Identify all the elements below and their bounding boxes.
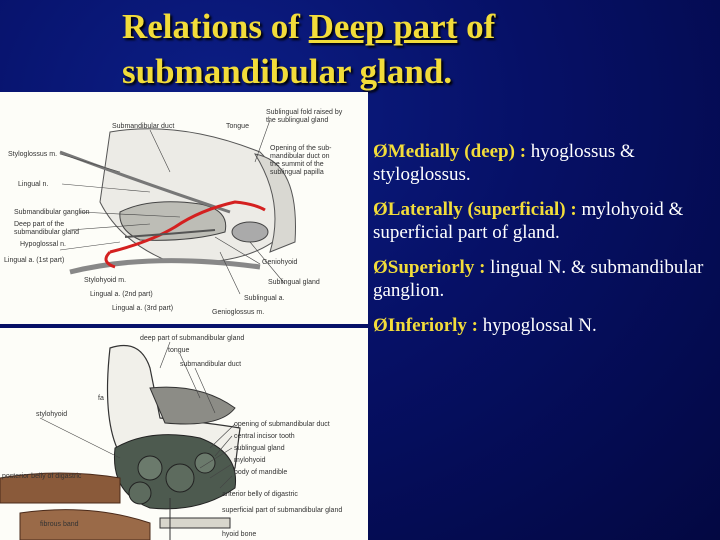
bullet-heading: Inferiorly : <box>388 315 478 336</box>
bullet-laterally: ØLaterally (superficial) : mylohyoid & s… <box>373 198 713 244</box>
svg-text:mandibular duct on: mandibular duct on <box>270 153 330 160</box>
svg-text:Deep part of the: Deep part of the <box>14 221 64 228</box>
svg-text:submandibular gland: submandibular gland <box>14 229 79 236</box>
svg-text:Sublingual fold raised by: Sublingual fold raised by <box>266 109 343 116</box>
svg-text:stylohyoid: stylohyoid <box>36 411 67 418</box>
svg-text:submandibular duct: submandibular duct <box>180 361 241 368</box>
bullet-heading: Superiorly : <box>388 257 486 278</box>
figure-bottom-submandibular-gland: deep part of submandibular gland tongue … <box>0 328 368 540</box>
svg-text:Genioglossus m.: Genioglossus m. <box>212 309 264 316</box>
svg-text:Lingual a. (2nd part): Lingual a. (2nd part) <box>90 291 153 298</box>
title-deep-part-underlined: Deep part <box>309 7 458 46</box>
svg-text:posterior belly of digastric: posterior belly of digastric <box>2 473 82 480</box>
svg-text:opening of submandibular duct: opening of submandibular duct <box>234 421 330 428</box>
svg-text:Sublingual a.: Sublingual a. <box>244 295 285 302</box>
svg-text:sublingual gland: sublingual gland <box>234 445 285 452</box>
svg-text:the sublingual gland: the sublingual gland <box>266 117 328 124</box>
bullet-inferiorly: ØInferiorly : hypoglossal N. <box>373 314 713 337</box>
svg-text:Submandibular duct: Submandibular duct <box>112 123 174 130</box>
svg-text:mylohyoid: mylohyoid <box>234 457 266 464</box>
svg-text:Stylohyoid m.: Stylohyoid m. <box>84 277 126 284</box>
svg-text:deep part of submandibular gla: deep part of submandibular gland <box>140 335 244 342</box>
svg-text:central incisor tooth: central incisor tooth <box>234 433 295 440</box>
figure-top-submandibular-region: Submandibular duct Tongue Sublingual fol… <box>0 92 368 324</box>
figure-top-drawing: Submandibular duct Tongue Sublingual fol… <box>0 92 368 324</box>
figure-bottom-drawing: deep part of submandibular gland tongue … <box>0 328 368 540</box>
svg-text:Geniohyoid: Geniohyoid <box>262 259 298 266</box>
bullet-heading: Medially (deep) : <box>388 141 526 162</box>
bullet-superiorly: ØSuperiorly : lingual N. & submandibular… <box>373 256 713 302</box>
svg-text:fa: fa <box>98 395 104 402</box>
bullet-medially: ØMedially (deep) : hyoglossus & styloglo… <box>373 140 713 186</box>
svg-text:the summit of the: the summit of the <box>270 161 324 168</box>
svg-text:Tongue: Tongue <box>226 123 249 130</box>
title-part-1: Relations of <box>122 7 309 46</box>
svg-text:Lingual a. (1st part): Lingual a. (1st part) <box>4 257 64 264</box>
svg-text:body of mandible: body of mandible <box>234 469 287 476</box>
svg-text:hyoid bone: hyoid bone <box>222 531 256 538</box>
bullet-heading: Laterally (superficial) : <box>388 199 577 220</box>
svg-text:Opening of the sub-: Opening of the sub- <box>270 145 332 152</box>
arrow-bullet-icon: Ø <box>373 257 388 278</box>
svg-text:tongue: tongue <box>168 347 190 354</box>
svg-text:Styloglossus m.: Styloglossus m. <box>8 151 57 158</box>
svg-text:Sublingual gland: Sublingual gland <box>268 279 320 286</box>
bullet-text: hypoglossal N. <box>478 315 597 336</box>
arrow-bullet-icon: Ø <box>373 199 388 220</box>
svg-text:anterior belly of digastric: anterior belly of digastric <box>222 491 298 498</box>
svg-text:fibrous band: fibrous band <box>40 521 79 528</box>
slide-title: Relations of Deep part of submandibular … <box>122 4 702 94</box>
svg-text:Lingual a. (3rd part): Lingual a. (3rd part) <box>112 305 173 312</box>
arrow-bullet-icon: Ø <box>373 141 388 162</box>
svg-text:superficial part of submandibu: superficial part of submandibular gland <box>222 507 342 514</box>
arrow-bullet-icon: Ø <box>373 315 388 336</box>
relations-bullet-list: ØMedially (deep) : hyoglossus & styloglo… <box>373 140 713 349</box>
svg-text:Submandibular ganglion: Submandibular ganglion <box>14 209 90 216</box>
svg-text:Lingual n.: Lingual n. <box>18 181 48 188</box>
svg-text:sublingual papilla: sublingual papilla <box>270 169 324 176</box>
svg-text:Hypoglossal n.: Hypoglossal n. <box>20 241 66 248</box>
